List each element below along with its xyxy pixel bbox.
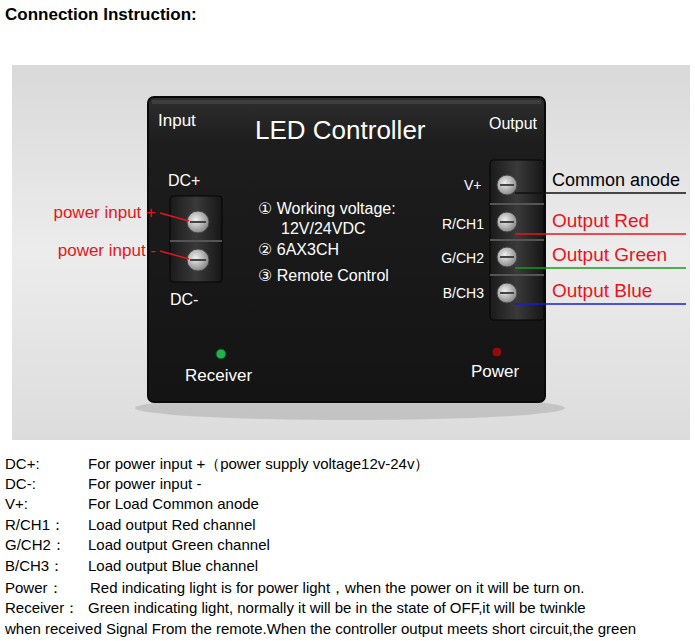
controller-body: LED Controller① Working voltage: 12V/24V… — [148, 97, 545, 402]
controller-housing — [148, 97, 545, 402]
screw — [497, 175, 517, 195]
term-key: G/CH2： — [5, 536, 66, 554]
term-key: B/CH3： — [5, 557, 64, 575]
term-key: R/CH1： — [5, 516, 65, 534]
term-description: Red indicating light is for power light，… — [90, 579, 584, 597]
input-terminal-block — [170, 196, 222, 282]
spec-line: ② 6AX3CH — [258, 240, 339, 260]
terminal-name: V+ — [464, 177, 482, 194]
leader-line — [160, 213, 189, 221]
screw — [497, 212, 517, 232]
output-terminal-block — [490, 160, 544, 320]
terminal-name: G/CH2 — [441, 250, 484, 267]
receiver-led — [216, 349, 226, 359]
screw-slot — [500, 256, 514, 258]
term-description: Load output Blue channel — [88, 557, 258, 575]
term-description: when received Signal From the remote.Whe… — [5, 620, 636, 638]
term-description: Load output Red channel — [88, 516, 256, 534]
callout-label: Output Blue — [552, 280, 652, 302]
device-name: LED Controller — [255, 115, 426, 145]
term-description: For power input +（power supply voltage12… — [88, 455, 429, 473]
screw-slot — [190, 259, 206, 261]
screw-slot — [190, 221, 206, 223]
terminal-name: DC- — [170, 290, 198, 309]
section-label: Output — [489, 114, 537, 133]
screw — [497, 283, 517, 303]
terminal-name: DC+ — [168, 171, 200, 190]
screw-slot — [500, 184, 514, 186]
leader-line — [515, 267, 686, 269]
spec-line: ③ Remote Control — [258, 266, 389, 286]
term-description: Green indicating light, normally it will… — [88, 599, 586, 617]
indicator-name: Receiver — [185, 366, 252, 386]
terminal-divider — [490, 274, 544, 276]
callout-label: power input - — [58, 241, 156, 261]
term-key: DC-: — [5, 475, 36, 493]
leader-line — [515, 233, 686, 235]
term-description: For Load Common anode — [88, 495, 259, 513]
callout-label: Output Green — [552, 244, 667, 266]
housing-highlight — [152, 100, 541, 104]
callout-label: Output Red — [552, 210, 649, 232]
leader-line — [160, 251, 189, 259]
term-key: Receiver： — [5, 599, 79, 617]
callout-label: power input + — [53, 203, 156, 223]
callout-label: Common anode — [552, 170, 680, 191]
screw — [187, 249, 209, 271]
terminal-divider — [490, 203, 544, 205]
power-led — [492, 347, 502, 357]
heading: Connection Instruction: — [5, 5, 197, 25]
term-key: Power： — [5, 579, 63, 597]
term-description: For power input - — [88, 475, 201, 493]
screw — [187, 211, 209, 233]
screw — [497, 247, 517, 267]
terminal-name: R/CH1 — [442, 216, 484, 233]
terminal-divider — [490, 239, 544, 241]
screw-slot — [500, 221, 514, 223]
terminal-name: B/CH3 — [443, 285, 484, 302]
term-key: V+: — [5, 495, 28, 513]
indicator-name: Power — [471, 362, 519, 382]
section-label: Input — [158, 111, 196, 131]
screw-slot — [500, 292, 514, 294]
leader-line — [515, 192, 686, 194]
term-description: Load output Green channel — [88, 536, 270, 554]
term-key: DC+: — [5, 455, 40, 473]
leader-line — [515, 303, 686, 305]
terminal-divider — [170, 240, 222, 242]
photo-background — [12, 65, 690, 440]
